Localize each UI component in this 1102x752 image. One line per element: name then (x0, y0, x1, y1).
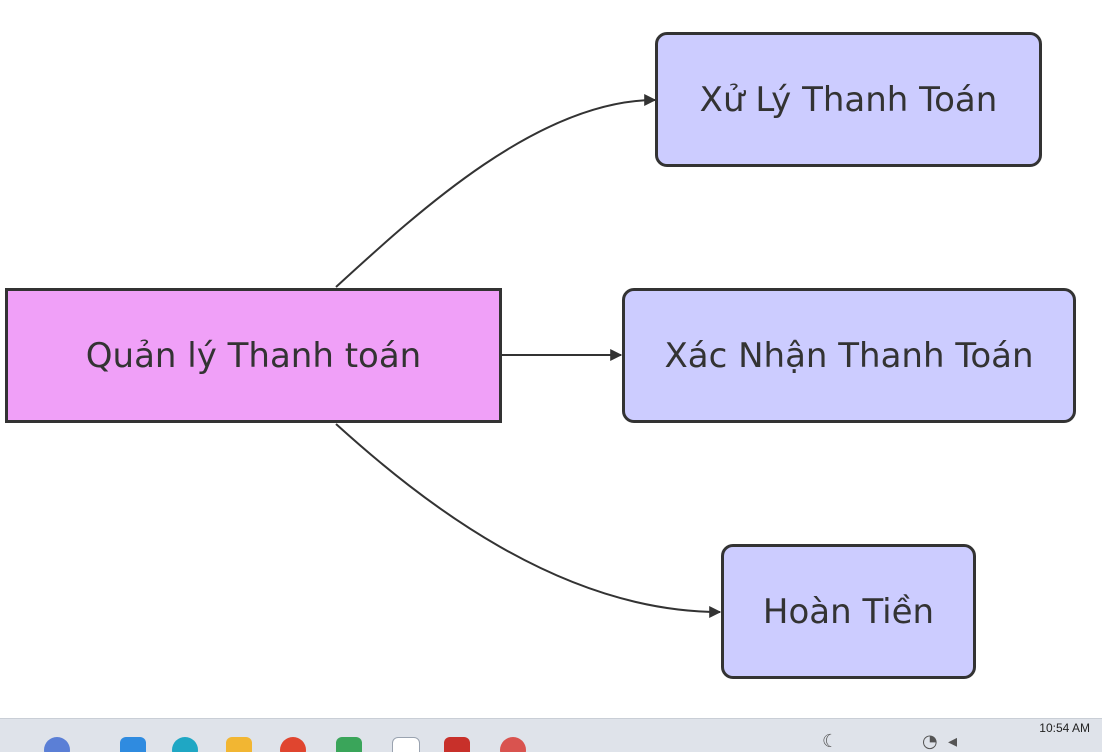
node-label: Quản lý Thanh toán (85, 335, 422, 376)
node-quan-ly-thanh-toan[interactable]: Quản lý Thanh toán (5, 288, 502, 423)
node-label: Hoàn Tiền (762, 591, 935, 632)
widgets-icon[interactable] (120, 737, 146, 752)
node-label: Xác Nhận Thanh Toán (664, 335, 1034, 376)
node-xac-nhan-thanh-toan[interactable]: Xác Nhận Thanh Toán (622, 288, 1076, 423)
edge-to-xu-ly (335, 94, 657, 288)
file-explorer-icon[interactable] (226, 737, 252, 752)
profile-icon[interactable] (500, 737, 526, 752)
edge-browser-icon[interactable] (172, 737, 198, 752)
taskbar-clock[interactable]: 10:54 AM (1039, 721, 1090, 735)
search-icon[interactable] (44, 737, 70, 752)
node-label: Xử Lý Thanh Toán (699, 79, 998, 120)
app-icon[interactable] (336, 737, 362, 752)
diagram-edges (335, 94, 722, 618)
media-icon[interactable] (444, 737, 470, 752)
node-xu-ly-thanh-toan[interactable]: Xử Lý Thanh Toán (655, 32, 1042, 167)
taskbar: ☾ ◔ ◂ 10:54 AM (0, 718, 1102, 752)
chrome-icon[interactable] (280, 737, 306, 752)
node-hoan-tien[interactable]: Hoàn Tiền (721, 544, 976, 679)
diagram-canvas: Quản lý Thanh toán Xử Lý Thanh Toán Xác … (5, 32, 1076, 679)
notepad-icon[interactable] (392, 737, 420, 752)
edge-to-hoan-tien (335, 423, 722, 618)
weather-icon[interactable]: ☾ (822, 731, 839, 752)
wifi-icon[interactable]: ◔ (922, 731, 938, 752)
volume-icon[interactable]: ◂ (948, 731, 958, 752)
